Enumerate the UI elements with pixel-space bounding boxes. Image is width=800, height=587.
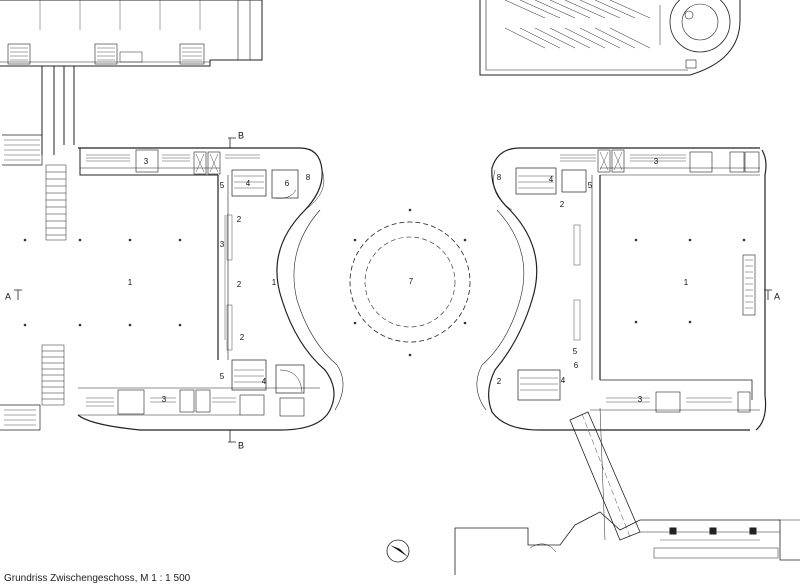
section-label-a-left: A <box>5 291 11 301</box>
room-label: 5 <box>220 372 225 381</box>
room-label: 8 <box>497 173 502 182</box>
room-label: 3 <box>220 240 225 249</box>
room-label: 3 <box>638 395 643 404</box>
section-label-b-top: B <box>238 130 244 140</box>
center-ring <box>349 221 471 343</box>
room-label: 2 <box>237 280 242 289</box>
room-label: 6 <box>574 361 579 370</box>
column-grid <box>23 208 746 357</box>
top-left-building <box>0 0 263 166</box>
left-stairs <box>0 164 67 431</box>
room-label: 4 <box>246 179 251 188</box>
bridge-and-lower-building <box>454 407 800 575</box>
room-label: 2 <box>240 333 245 342</box>
room-label: 4 <box>262 377 267 386</box>
room-label: 4 <box>549 175 554 184</box>
room-label: 3 <box>162 395 167 404</box>
right-pavilion <box>476 147 767 431</box>
room-label: 1 <box>684 278 689 287</box>
room-label: 2 <box>560 200 565 209</box>
north-arrow-icon <box>386 539 410 563</box>
left-pavilion <box>77 147 344 431</box>
room-label: 1 <box>272 278 277 287</box>
room-label: 5 <box>220 181 225 190</box>
room-label: 3 <box>144 157 149 166</box>
room-label: 2 <box>237 215 242 224</box>
room-label: 7 <box>409 277 414 286</box>
section-label-b-bottom: B <box>238 440 244 450</box>
section-labels: A A B B <box>5 130 780 450</box>
room-label: 2 <box>497 377 502 386</box>
room-label: 5 <box>573 347 578 356</box>
room-label: 6 <box>285 179 290 188</box>
room-label: 5 <box>588 181 593 190</box>
plan-caption: Grundriss Zwischengeschoss, M 1 : 1 500 <box>4 573 191 584</box>
top-right-building <box>479 0 741 76</box>
section-marker-lines <box>14 137 772 443</box>
room-label: 3 <box>654 157 659 166</box>
room-label: 8 <box>306 173 311 182</box>
room-labels: 1 1 1 7 3 3 3 3 4 4 4 4 5 5 5 5 6 6 8 8 … <box>128 157 689 404</box>
section-label-a-right: A <box>774 291 780 301</box>
room-label: 1 <box>128 278 133 287</box>
room-label: 4 <box>561 376 566 385</box>
